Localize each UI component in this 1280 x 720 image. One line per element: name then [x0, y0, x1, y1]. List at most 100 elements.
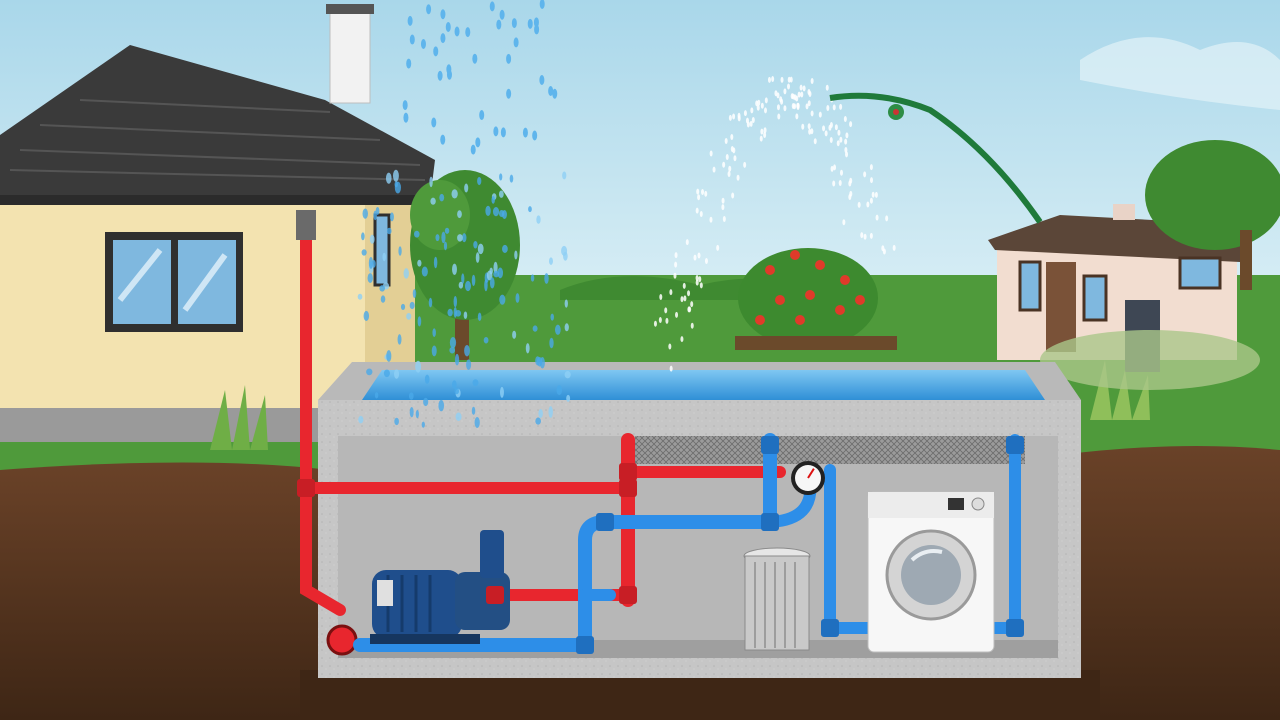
rain-drop: [382, 252, 386, 262]
spray-droplet: [727, 171, 731, 178]
spray-droplet: [712, 166, 716, 173]
rain-drop: [511, 18, 517, 29]
spray-droplet: [695, 274, 699, 281]
spray-droplet: [665, 317, 669, 324]
rain-drops-icon: [357, 0, 571, 428]
spray-droplet: [849, 121, 853, 128]
spray-droplet: [669, 289, 673, 296]
spray-droplet: [745, 117, 749, 124]
spray-droplet: [724, 137, 728, 144]
tank-water-surface: [362, 370, 1045, 400]
rain-drop: [363, 310, 370, 322]
rain-drop: [398, 246, 402, 256]
rain-drop: [440, 33, 446, 44]
spray-droplet: [802, 85, 806, 92]
spray-droplet: [763, 132, 767, 139]
rain-drop: [533, 17, 539, 28]
rain-drop: [561, 245, 568, 256]
spray-droplet: [698, 276, 702, 283]
rain-drop: [457, 234, 463, 242]
rain-drop: [499, 173, 503, 181]
rain-drop: [556, 385, 563, 396]
spray-droplet: [885, 215, 889, 222]
house-window-pane: [113, 240, 171, 324]
spray-droplet: [659, 293, 663, 300]
rain-drop: [464, 280, 471, 292]
spray-droplet: [810, 77, 814, 84]
washer-door-glass: [901, 545, 961, 605]
right-tree: [1145, 140, 1280, 290]
rain-drop: [433, 256, 438, 269]
rain-drop: [392, 169, 399, 182]
rain-drop: [438, 399, 445, 412]
pipe-joints: [297, 436, 1024, 654]
spray-droplet: [668, 343, 672, 350]
spray-droplet: [796, 104, 800, 111]
rain-drop: [385, 172, 392, 184]
rain-drop: [368, 257, 374, 269]
spray-droplet: [844, 138, 848, 145]
rain-drop: [509, 174, 514, 183]
spray-droplet: [764, 97, 768, 104]
spray-droplet: [839, 136, 843, 143]
spray-droplet: [704, 257, 708, 264]
rain-drop: [477, 312, 482, 321]
rain-drop: [562, 171, 567, 180]
pipe-joint: [486, 586, 504, 604]
rain-drop: [489, 267, 493, 275]
rain-drop: [380, 295, 386, 303]
rain-drop: [449, 337, 457, 349]
rain-drop: [389, 212, 394, 222]
rain-drop: [464, 183, 469, 193]
red-flowers: [755, 250, 865, 325]
spray-droplet: [721, 197, 725, 204]
rain-drop: [539, 0, 545, 10]
rain-drop: [420, 38, 426, 49]
rain-drop: [554, 324, 561, 335]
rain-drop: [500, 386, 504, 398]
spray-droplet: [699, 282, 703, 289]
house-base: [0, 408, 320, 442]
spray-droplet: [693, 254, 697, 261]
spray-droplet: [793, 103, 797, 110]
spray-droplet: [749, 120, 753, 127]
rain-drop: [461, 273, 465, 284]
spray-droplet: [866, 201, 870, 208]
spray-droplet: [824, 130, 828, 137]
spray-droplet: [826, 104, 830, 111]
rain-drop: [367, 273, 373, 284]
hose-nozzle-valve: [893, 109, 899, 115]
rain-drop: [440, 9, 446, 20]
rain-drop: [444, 227, 450, 234]
spray-droplet: [807, 123, 811, 130]
shed-window: [1018, 260, 1042, 312]
spray-droplet: [696, 188, 700, 195]
rain-drop: [489, 277, 495, 289]
rain-drop: [417, 259, 422, 267]
soil-ground-right: [1060, 446, 1280, 720]
soil-ground: [0, 462, 330, 720]
rain-drop: [386, 227, 392, 235]
rain-drop: [454, 26, 460, 37]
rain-drop: [493, 261, 498, 274]
spray-droplet: [695, 207, 699, 214]
rain-drop: [493, 126, 499, 137]
rain-drop: [447, 308, 453, 317]
rain-drop: [386, 350, 392, 362]
spray-droplet: [810, 110, 814, 117]
spray-droplet: [832, 104, 836, 111]
spray-droplet: [760, 102, 764, 109]
shed-window: [1082, 274, 1108, 322]
rain-drop: [564, 323, 569, 332]
spray-droplet: [695, 279, 699, 286]
spray-droplet: [728, 165, 732, 172]
right-tree-trunk: [1240, 230, 1252, 290]
rain-drop: [429, 176, 433, 188]
spray-droplet: [697, 252, 701, 259]
spray-droplet: [805, 103, 809, 110]
rain-drop: [472, 379, 479, 387]
spray-droplet: [837, 129, 841, 136]
filter-ribs: [754, 562, 796, 648]
spray-droplet: [869, 197, 873, 204]
spray-droplet: [690, 301, 694, 308]
